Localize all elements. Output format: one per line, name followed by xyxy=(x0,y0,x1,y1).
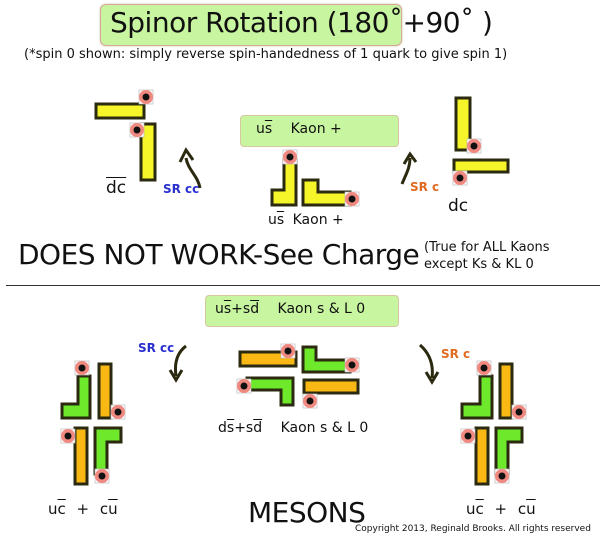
spin-dot xyxy=(280,343,296,359)
spin-dot xyxy=(344,191,360,207)
rotation-arrow-cw-top xyxy=(400,151,418,185)
quark-shape-top-center-left xyxy=(270,149,298,207)
quark-shape-bottom-center-3 xyxy=(236,376,295,407)
rotation-label-c-bottom: SR c xyxy=(441,347,471,361)
kaon-plus-box-label: us Kaon + xyxy=(256,121,342,137)
spin-dot xyxy=(302,393,318,409)
left-top-caption: dc xyxy=(106,178,127,198)
spin-dot xyxy=(282,149,298,165)
subtitle: (*spin 0 shown: simply reverse spin-hand… xyxy=(24,47,508,62)
meson-caption-left: uc + cu xyxy=(48,500,118,518)
quark-shape-bottom-right-4 xyxy=(494,426,524,484)
note-line-2: except Ks & KL 0 xyxy=(424,257,534,272)
kaon-s-l-label-box xyxy=(205,295,399,327)
spin-dot xyxy=(511,404,527,420)
spin-dot xyxy=(452,170,468,186)
rotation-arrow-cw-bottom xyxy=(418,343,440,385)
spin-dot xyxy=(460,428,476,444)
note-line-1: (True for ALL Kaons xyxy=(424,240,550,255)
quark-shape-top-right-vertical xyxy=(454,96,482,154)
section-divider xyxy=(6,285,600,286)
rotation-arrow-ccw-top xyxy=(178,147,202,189)
quark-shape-bottom-right-1 xyxy=(460,360,494,420)
rotation-label-cc-bottom: SR cc xyxy=(138,341,175,355)
kaon-plus-label-box xyxy=(240,115,399,147)
title-box xyxy=(100,4,402,46)
kaon-plus-caption: us Kaon + xyxy=(268,212,344,228)
quark-shape-top-right-horizontal xyxy=(452,158,510,186)
spin-dot xyxy=(236,378,252,394)
quark-shape-bottom-right-2 xyxy=(498,362,527,420)
spin-dot xyxy=(110,404,126,420)
quark-shape-bottom-left-4 xyxy=(93,426,123,484)
rotation-label-cc-top: SR cc xyxy=(163,182,200,196)
spin-dot xyxy=(94,468,110,484)
quark-shape-top-center-right xyxy=(301,178,360,207)
quark-shape-top-left-horizontal xyxy=(94,89,154,120)
quark-shape-top-left-vertical xyxy=(129,122,157,182)
verdict-text: DOES NOT WORK-See Charge xyxy=(18,238,420,271)
spin-dot xyxy=(60,428,76,444)
quark-shape-bottom-right-3 xyxy=(460,426,490,486)
quark-shape-bottom-left-2 xyxy=(97,362,126,420)
spin-dot xyxy=(476,360,492,376)
rotation-label-c-top: SR c xyxy=(410,180,440,194)
rotation-arrow-ccw-bottom xyxy=(168,344,187,383)
page-title: Spinor Rotation (180˚+90˚ ) xyxy=(110,6,493,39)
quark-shape-bottom-center-1 xyxy=(238,343,298,368)
quark-shape-bottom-left-3 xyxy=(60,426,89,486)
meson-caption-right: uc + cu xyxy=(466,500,536,518)
spin-dot xyxy=(344,357,360,373)
copyright: Copyright 2013, Reginald Brooks. All rig… xyxy=(355,524,591,534)
spin-dot xyxy=(138,89,154,105)
spin-dot xyxy=(74,360,90,376)
right-top-caption: dc xyxy=(448,196,469,216)
quark-shape-bottom-center-2 xyxy=(301,345,360,374)
quark-shape-bottom-left-1 xyxy=(60,360,92,420)
spin-dot xyxy=(129,122,145,138)
kaon-s-l-box-label: us+sd Kaon s & L 0 xyxy=(215,301,366,317)
kaon-s-l-caption: ds+sd Kaon s & L 0 xyxy=(218,420,369,436)
quark-shape-bottom-center-4 xyxy=(302,378,360,409)
spin-dot xyxy=(494,468,510,484)
mesons-heading: MESONS xyxy=(248,496,366,529)
spin-dot xyxy=(466,138,482,154)
